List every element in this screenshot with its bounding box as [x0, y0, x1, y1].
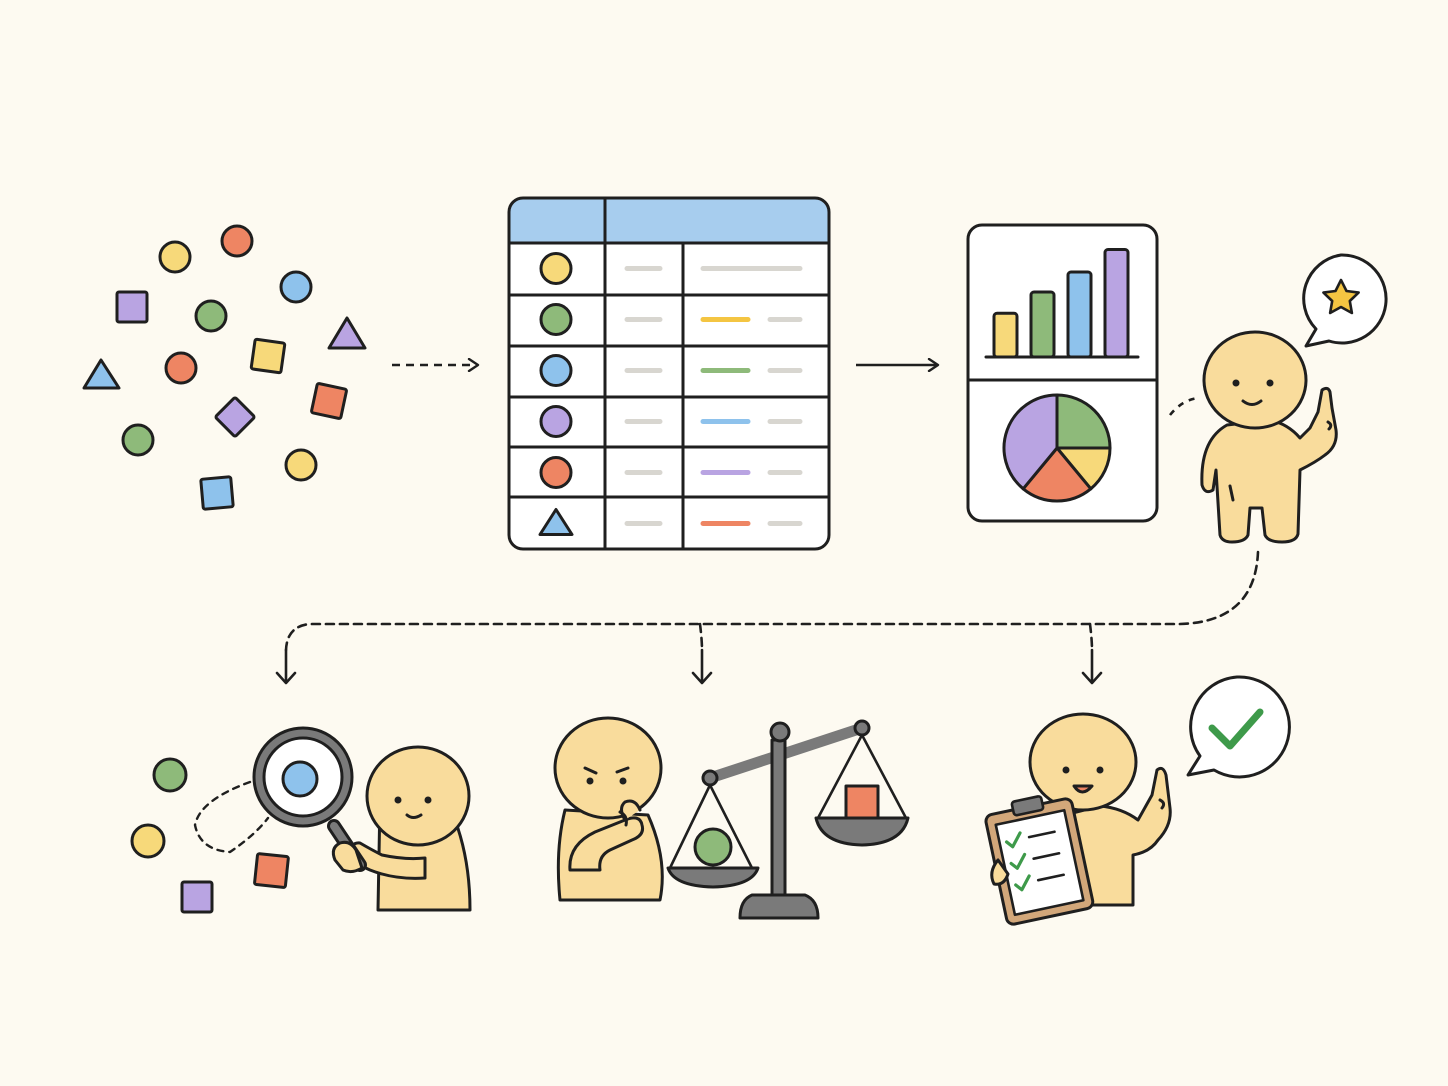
star-speech-bubble-icon: [1302, 253, 1388, 348]
shape-triangle-blue: [82, 358, 121, 390]
shape-circle-green: [194, 299, 228, 333]
pie-slice: [1002, 393, 1059, 491]
pie-chart: [1002, 393, 1112, 503]
shape-circle-green: [152, 757, 188, 793]
smile: [1241, 399, 1263, 406]
shape-square-purple: [180, 880, 214, 914]
table-row-marker: [539, 354, 573, 387]
shape-square-purple: [115, 290, 149, 324]
eye: [1266, 379, 1274, 387]
table-row-marker: [539, 303, 573, 336]
shape-circle-orange: [164, 351, 198, 385]
table-row-marker: [539, 405, 573, 438]
balance-scale-icon: [666, 719, 910, 920]
clipboard-checklist-person: [984, 712, 1172, 926]
table-icon: [507, 196, 831, 551]
balance-scale-person: [553, 716, 910, 920]
shape-square-yellow: [249, 337, 287, 375]
pie-slice: [1055, 393, 1112, 450]
checkmark-speech-bubble-icon: [1186, 675, 1291, 779]
table-row-marker: [539, 252, 573, 285]
bar-chart: [992, 248, 1130, 359]
shape-circle-yellow: [284, 448, 318, 482]
shape-circle-orange: [220, 224, 254, 258]
shape-circle-green: [121, 423, 155, 457]
bar: [1029, 290, 1056, 359]
scattered-shapes: [82, 224, 367, 511]
shape-circle-yellow: [130, 823, 166, 859]
table-row-marker: [538, 508, 574, 536]
shape-square-orange: [253, 852, 290, 889]
shape-circle-yellow: [158, 240, 192, 274]
clipboard-icon: [984, 795, 1095, 926]
pie-slice: [1021, 446, 1093, 503]
magnifier-icon: [252, 726, 367, 872]
shape-triangle-purple: [327, 316, 367, 350]
shape-circle-blue: [279, 270, 313, 304]
bar: [1066, 270, 1093, 359]
branch-arrowheads: [275, 648, 1103, 685]
weight-block-orange: [844, 784, 880, 820]
bar: [992, 311, 1019, 359]
shape-square-orange: [310, 382, 348, 420]
table-rows: [538, 252, 803, 536]
star-icon: [1322, 278, 1360, 315]
weight-ball-green: [693, 827, 733, 867]
shape-circle-blue: [281, 760, 319, 798]
eye: [1232, 379, 1240, 387]
branch-connectors: [284, 550, 1260, 652]
dotted-link-charts-to-presenter: [1168, 396, 1199, 416]
checkmark-icon: [1208, 708, 1264, 750]
bar: [1103, 248, 1130, 359]
pointing-person: [1200, 330, 1338, 544]
table-header: [509, 198, 829, 243]
table-row-marker: [539, 456, 573, 489]
bar-and-pie-chart-icon: [966, 223, 1159, 523]
shape-diamond-purple: [214, 396, 256, 438]
magnifier-person: [130, 726, 472, 914]
shape-square-blue: [199, 475, 235, 511]
